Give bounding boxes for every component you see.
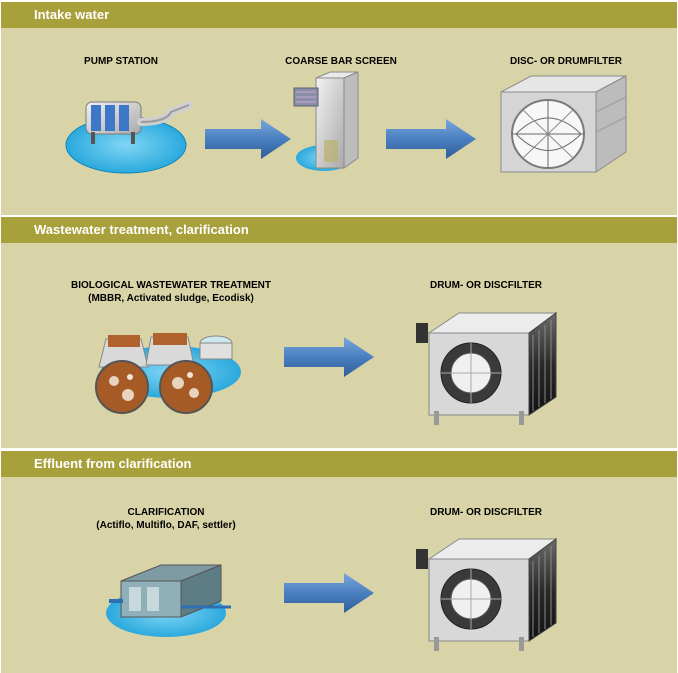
disc-drumfilter-picture — [500, 75, 627, 173]
step-label-sub: (MBBR, Activated sludge, Ecodisk) — [88, 293, 254, 304]
section-intake-water: Intake water PUMP STATION COARSE BAR SCR… — [1, 2, 677, 215]
flow-arrow-4 — [284, 573, 374, 613]
step-label-pump-station: PUMP STATION — [84, 56, 158, 67]
step-label-drum-discfilter-2: DRUM- OR DISCFILTER — [429, 280, 543, 291]
step-label-main: BIOLOGICAL WASTEWATER TREATMENT — [71, 280, 271, 291]
section-title: Intake water — [1, 2, 677, 28]
step-label-main: CLARIFICATION — [127, 507, 205, 518]
biological-treatment-picture — [95, 333, 241, 414]
step-label-disc-drumfilter: DISC- OR DRUMFILTER — [509, 56, 623, 67]
step-label-sub: (Actiflo, Multiflo, DAF, settler) — [96, 520, 236, 531]
section-title: Effluent from clarification — [1, 451, 677, 477]
step-label-biological-treatment: BIOLOGICAL WASTEWATER TREATMENT (MBBR, A… — [56, 279, 286, 305]
section-title: Wastewater treatment, clarification — [1, 217, 677, 243]
pump-station-picture — [65, 101, 193, 174]
drum-discfilter-picture-3 — [416, 538, 558, 651]
flow-arrow-3 — [284, 337, 374, 377]
step-label-coarse-bar-screen: COARSE BAR SCREEN — [285, 56, 397, 67]
clarification-picture — [106, 564, 231, 637]
section-effluent-clarification: Effluent from clarification CLARIFICATIO… — [1, 451, 677, 673]
flow-arrow-1 — [205, 119, 291, 159]
coarse-bar-screen-picture — [293, 71, 359, 171]
step-label-drum-discfilter-3: DRUM- OR DISCFILTER — [429, 507, 543, 518]
flow-arrow-2 — [386, 119, 476, 159]
drum-discfilter-picture-2 — [416, 312, 558, 425]
step-label-clarification: CLARIFICATION (Actiflo, Multiflo, DAF, s… — [66, 506, 266, 532]
section-wastewater-treatment: Wastewater treatment, clarification BIOL… — [1, 217, 677, 448]
